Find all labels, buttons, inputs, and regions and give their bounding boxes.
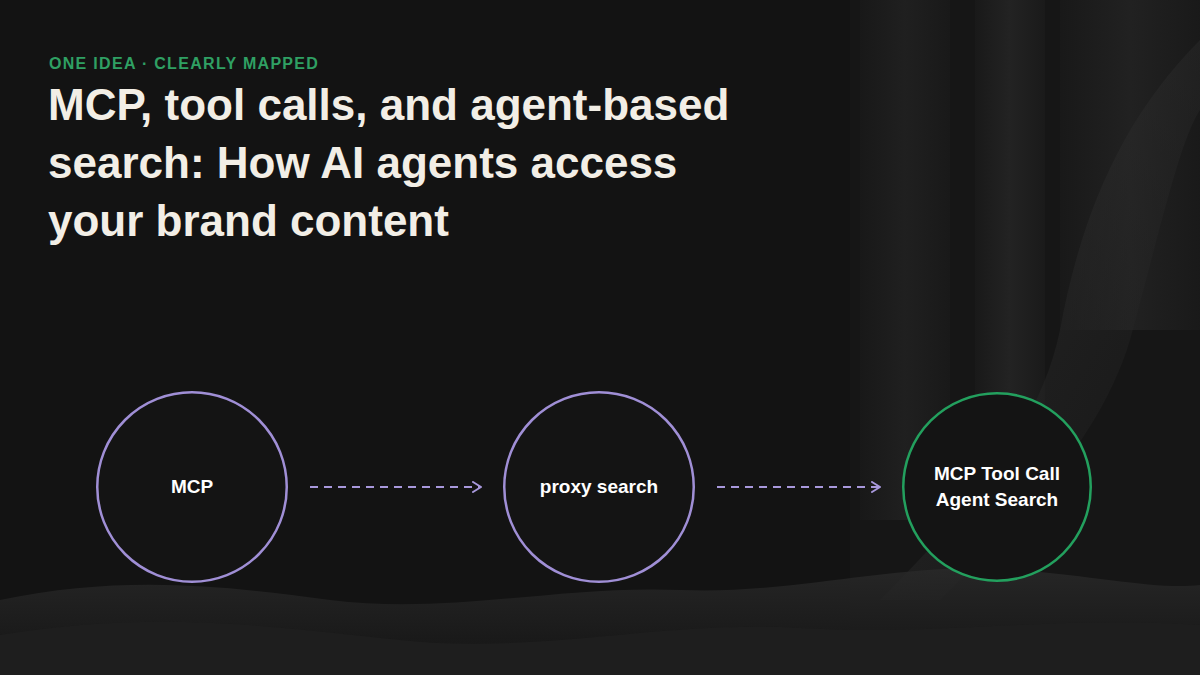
node-circle: MCP Tool Call Agent Search bbox=[902, 392, 1092, 582]
wave bbox=[0, 568, 1200, 675]
node-text-wrap: MCP Tool Call Agent Search bbox=[902, 392, 1092, 582]
node-text-block: proxy search bbox=[540, 474, 658, 500]
node-text-block: MCP Tool Call Agent Search bbox=[932, 461, 1062, 513]
node-text-block: MCP bbox=[171, 474, 213, 500]
dashed-arrow bbox=[310, 486, 481, 488]
node-circle: proxy search bbox=[503, 391, 695, 583]
eyebrow-label: ONE IDEA · CLEARLY MAPPED bbox=[49, 55, 319, 73]
node-label: proxy search bbox=[540, 474, 658, 500]
title: MCP, tool calls, and agent-based search:… bbox=[48, 76, 748, 250]
circle-shape bbox=[903, 393, 1091, 581]
node-text-wrap: MCP bbox=[96, 391, 288, 583]
pillar bbox=[975, 0, 1045, 430]
wave bbox=[0, 622, 1200, 675]
ribbon bbox=[880, 40, 1200, 600]
dashed-arrow bbox=[717, 486, 880, 488]
circle-outline bbox=[902, 392, 1092, 582]
circle-shape bbox=[97, 392, 287, 582]
node-label: MCP bbox=[171, 474, 213, 500]
node-text-wrap: proxy search bbox=[503, 391, 695, 583]
circle-shape bbox=[504, 392, 694, 582]
node-circle: MCP bbox=[96, 391, 288, 583]
node-label: MCP Tool Call Agent Search bbox=[932, 461, 1062, 513]
